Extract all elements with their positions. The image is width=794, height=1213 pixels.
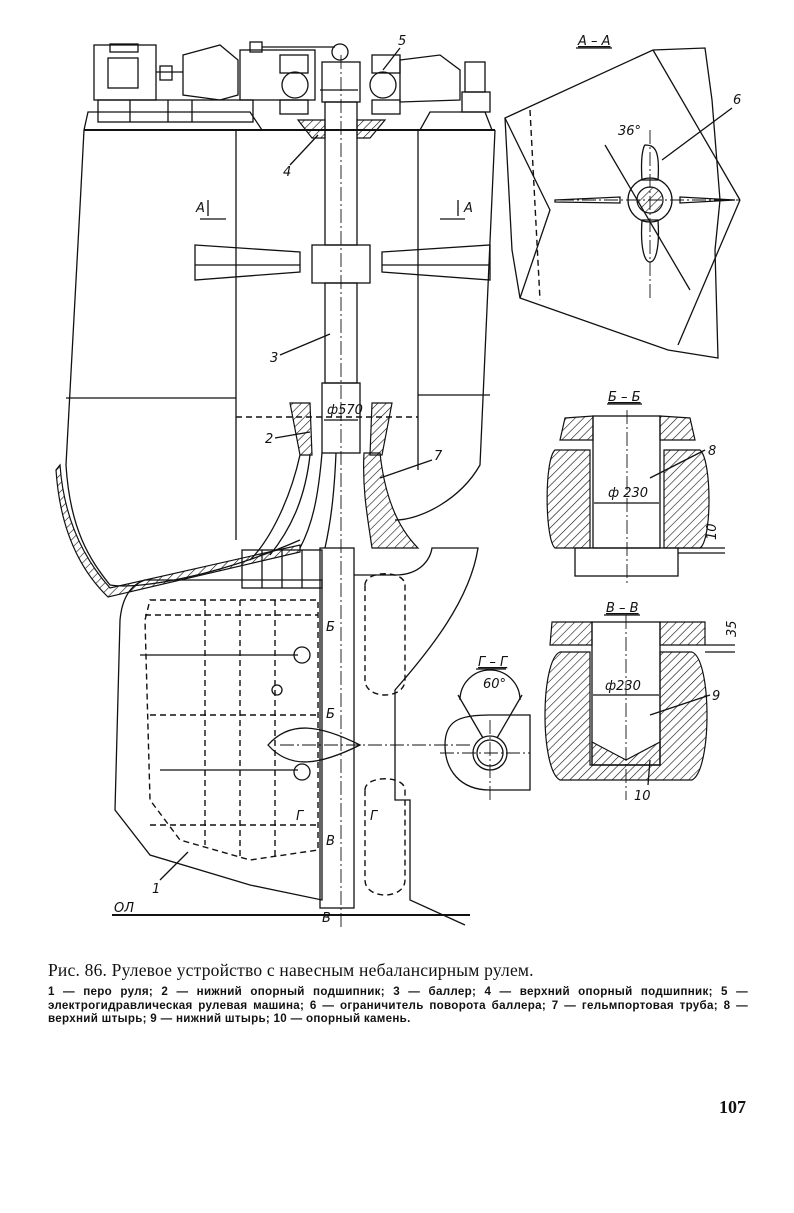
section-mark-a-left: А bbox=[195, 201, 205, 216]
dim-diameter-230-b: ф 230 bbox=[608, 486, 648, 501]
section-mark-v-top: В bbox=[326, 834, 335, 849]
dim-gap-10: 10 bbox=[705, 523, 720, 540]
section-bb-title: Б – Б bbox=[608, 390, 641, 405]
caption-legend: 1 — перо руля; 2 — нижний опорный подшип… bbox=[48, 985, 748, 1025]
rudder-assembly-figure: 5 4 3 2 7 1 ф570 А А Б Б Г Г В В ОЛ А – … bbox=[55, 34, 741, 930]
label-7: 7 bbox=[434, 449, 443, 464]
angle-60: 60° bbox=[483, 677, 506, 692]
label-8: 8 bbox=[708, 444, 716, 459]
caption-title: Рис. 86. Рулевое устройство с навесным н… bbox=[48, 960, 534, 980]
baseline-label: ОЛ bbox=[114, 901, 134, 916]
section-gg: Г – Г 60° bbox=[440, 655, 531, 800]
section-gg-title: Г – Г bbox=[478, 655, 509, 670]
label-2: 2 bbox=[265, 432, 273, 447]
main-view: 5 4 3 2 7 1 ф570 А А Б Б Г Г В В ОЛ bbox=[55, 34, 496, 930]
steering-gear-machine bbox=[93, 41, 491, 123]
section-mark-b-bottom: Б bbox=[326, 707, 335, 722]
dim-diameter-230-v: ф230 bbox=[605, 679, 641, 694]
section-aa-title: А – А bbox=[577, 34, 611, 49]
dim-gap-35: 35 bbox=[725, 620, 740, 637]
label-5: 5 bbox=[398, 34, 406, 49]
section-vv-title: В – В bbox=[606, 601, 639, 616]
section-mark-g-right: Г bbox=[370, 809, 379, 824]
angle-36: 36° bbox=[618, 124, 641, 139]
section-mark-a-right: А bbox=[463, 201, 473, 216]
section-vv: В – В ф230 9 10 35 bbox=[544, 601, 740, 804]
label-4: 4 bbox=[283, 165, 291, 180]
section-aa: А – А 36° 6 bbox=[504, 34, 741, 359]
figure-caption: Рис. 86. Рулевое устройство с навесным н… bbox=[48, 960, 748, 1026]
dim-diameter-570: ф570 bbox=[327, 403, 363, 418]
section-mark-v-bottom: В bbox=[322, 911, 331, 926]
label-10: 10 bbox=[634, 789, 651, 804]
page-number: 107 bbox=[719, 1097, 746, 1117]
section-mark-b-top: Б bbox=[326, 620, 335, 635]
section-bb: Б – Б ф 230 8 10 bbox=[546, 390, 725, 585]
label-3: 3 bbox=[270, 351, 278, 366]
label-6: 6 bbox=[733, 93, 741, 108]
label-1: 1 bbox=[152, 882, 160, 897]
rudder-blade bbox=[114, 579, 362, 901]
section-mark-g-left: Г bbox=[296, 809, 305, 824]
rudder-stock bbox=[311, 55, 371, 930]
label-9: 9 bbox=[712, 689, 720, 704]
